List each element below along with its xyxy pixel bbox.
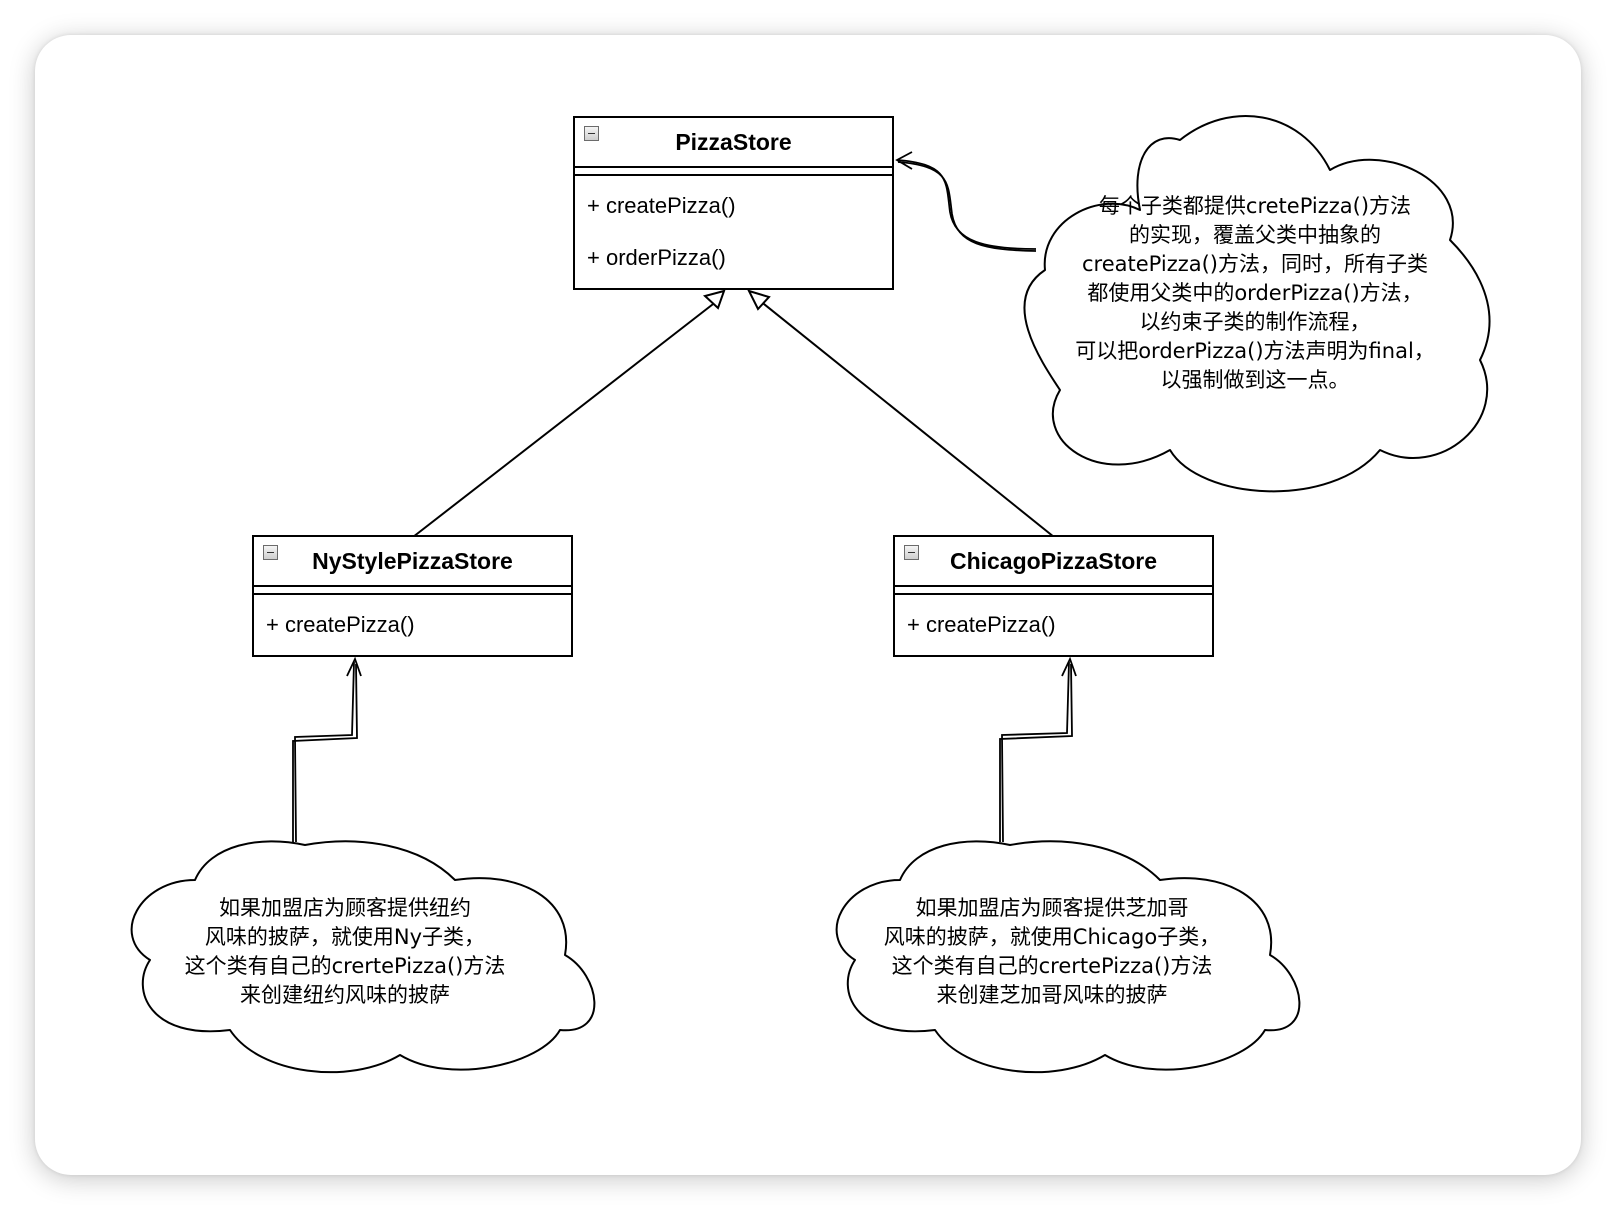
note-text-bottom-right: 如果加盟店为顾客提供芝加哥 风味的披萨，就使用Chicago子类， 这个类有自己… [883,896,1221,1007]
class-header: NyStylePizzaStore [254,537,571,587]
class-pizzastore[interactable]: PizzaStore + createPizza() + orderPizza(… [573,116,894,290]
attributes-compartment [895,587,1212,595]
hollow-arrowhead-icon [702,289,726,310]
open-arrowhead-icon [1061,656,1077,677]
operations-compartment: + createPizza() [895,595,1212,651]
class-header: ChicagoPizzaStore [895,537,1212,587]
class-name: PizzaStore [675,128,792,155]
operation-order-pizza: + orderPizza() [587,245,726,270]
class-chicagopizzastore[interactable]: ChicagoPizzaStore + createPizza() [893,535,1214,657]
class-name: NyStylePizzaStore [312,547,513,574]
note-text-top-right: 每个子类都提供cretePizza()方法 的实现，覆盖父类中抽象的 creat… [1075,194,1435,392]
operation-create-pizza: + createPizza() [266,612,415,637]
note-cloud-top-right[interactable] [1023,115,1491,493]
class-header: PizzaStore [575,118,892,168]
operations-compartment: + createPizza() + orderPizza() [575,176,892,284]
note-cloud-bottom-left[interactable] [130,840,596,1074]
generalization-chicago-to-pizzastore[interactable] [747,289,1055,538]
collapse-icon[interactable] [904,545,919,560]
attributes-compartment [575,168,892,176]
attributes-compartment [254,587,571,595]
class-name: ChicagoPizzaStore [949,547,1158,574]
note-text-bottom-left: 如果加盟店为顾客提供纽约 风味的披萨，就使用Ny子类， 这个类有自己的crert… [184,896,506,1007]
collapse-icon[interactable] [584,126,599,141]
note-cloud-bottom-right[interactable] [835,840,1301,1074]
collapse-icon[interactable] [263,545,278,560]
open-arrowhead-icon [895,151,913,170]
hollow-arrowhead-icon [747,289,771,311]
generalization-ny-to-pizzastore[interactable] [412,289,726,538]
class-nystylepizzastore[interactable]: NyStylePizzaStore + createPizza() [252,535,573,657]
note-link-bottom-left[interactable] [292,656,362,843]
operation-create-pizza: + createPizza() [587,193,736,218]
note-link-bottom-right[interactable] [999,656,1077,843]
note-link-top-right[interactable] [895,151,1037,252]
open-arrowhead-icon [346,656,362,677]
operations-compartment: + createPizza() [254,595,571,651]
operation-create-pizza: + createPizza() [907,612,1056,637]
